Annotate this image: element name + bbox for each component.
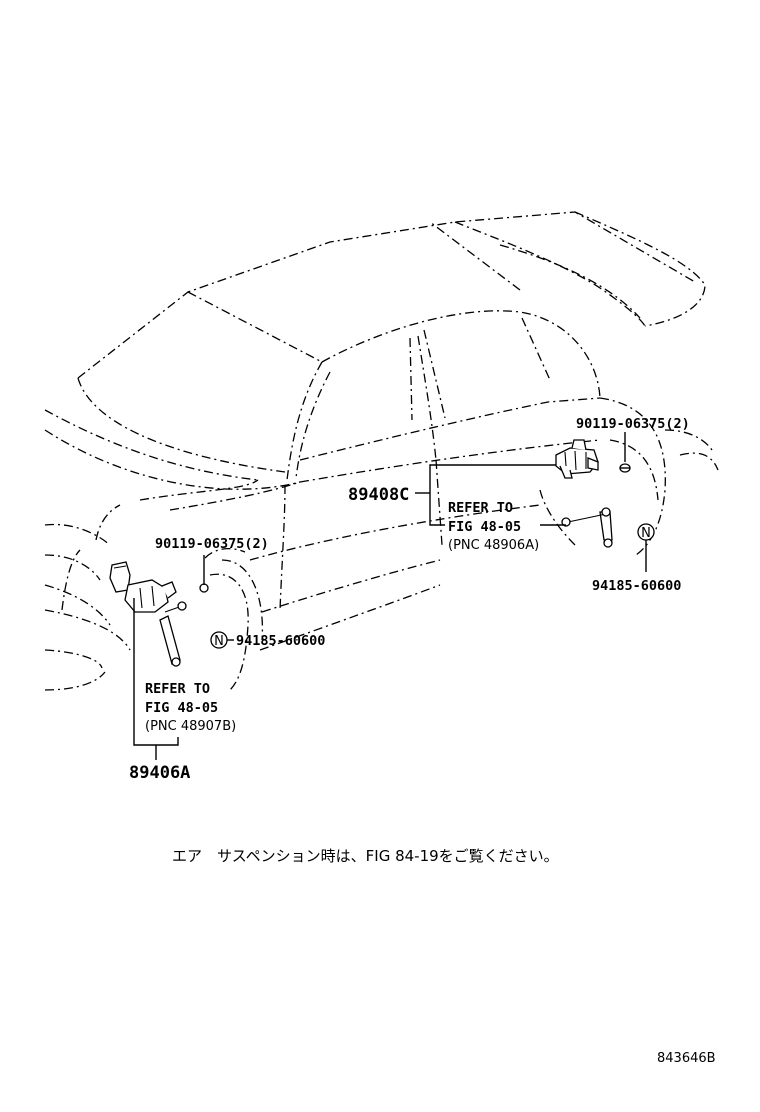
front-bolt — [199, 583, 209, 593]
front-nut-label: 94185-60600 — [236, 633, 325, 649]
rear-bolt — [619, 463, 631, 473]
front-bolt-label: 90119-06375(2) — [155, 536, 269, 552]
vehicle-outline — [44, 211, 719, 691]
rear-height-sensor — [555, 439, 613, 548]
air-suspension-note: エア サスペンション時は、FIG 84-19をご覧ください。 — [172, 847, 559, 865]
front-nut-symbol: N — [214, 634, 224, 649]
rear-ref-line2: FIG 48-05 — [448, 519, 521, 535]
rear-nut-label: 94185-60600 — [592, 578, 681, 594]
illustration-code: 843646B — [657, 1051, 716, 1066]
rear-bolt-label: 90119-06375(2) — [576, 416, 690, 432]
rear-sensor-label: 89408C — [348, 485, 409, 505]
leader-lines — [133, 432, 647, 760]
rear-nut-symbol: N — [641, 526, 651, 541]
front-ref-line2: FIG 48-05 — [145, 700, 218, 716]
front-ref-line3: (PNC 48907B) — [145, 719, 236, 734]
rear-ref-line1: REFER TO — [448, 500, 513, 516]
front-ref-line1: REFER TO — [145, 681, 210, 697]
rear-ref-line3: (PNC 48906A) — [448, 538, 539, 553]
rear-nut: N — [637, 523, 655, 541]
front-nut: N — [210, 631, 228, 649]
text-labels: 90119-06375(2) 89408C REFER TO FIG 48-05… — [129, 416, 716, 1066]
front-height-sensor — [109, 561, 187, 667]
front-sensor-label: 89406A — [129, 763, 190, 783]
